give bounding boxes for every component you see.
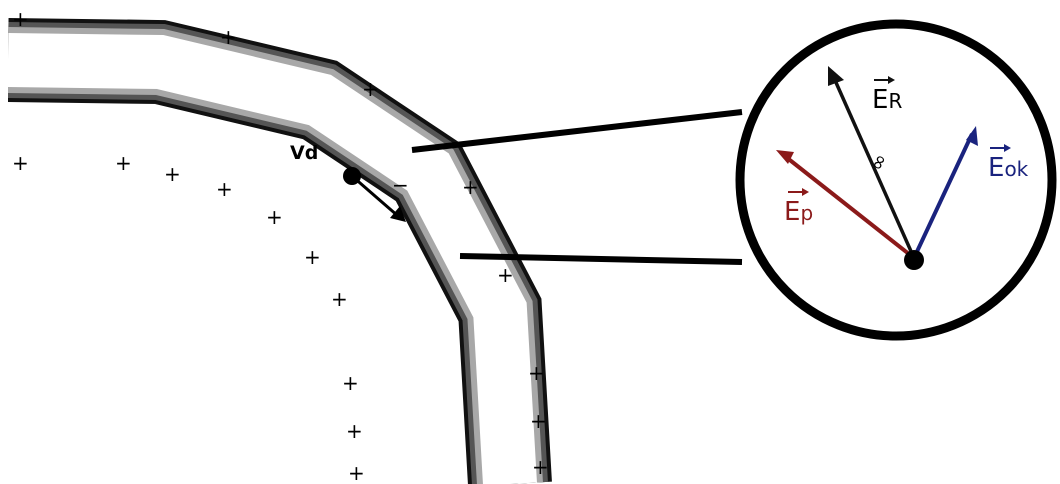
plus-sign: +: [12, 151, 29, 175]
zoom-connectors: [411, 109, 743, 265]
plus-sign: +: [362, 77, 379, 101]
field-resultant-label: ER: [872, 76, 902, 115]
plus-sign: +: [530, 409, 547, 433]
plus-sign: +: [266, 205, 283, 229]
plus-sign: +: [164, 162, 181, 186]
field-origin-dot: [904, 250, 924, 270]
bent-wire: [7, 18, 552, 484]
wire-inner-core: [7, 33, 537, 484]
positive-charges: + + + + + + + + + + + + + + + + + +: [12, 7, 549, 484]
field-p-arrow: [784, 155, 916, 260]
drift-velocity-arrowhead: [390, 206, 406, 222]
svg-text:Eok: Eok: [988, 153, 1029, 183]
plus-sign: +: [115, 151, 132, 175]
zoom-line-top: [411, 109, 743, 153]
plus-sign: +: [462, 175, 479, 199]
field-p-arrowhead: [776, 150, 794, 164]
svg-text:Ep: Ep: [784, 197, 813, 227]
plus-sign: +: [342, 371, 359, 395]
plus-sign: +: [304, 245, 321, 269]
field-p-label: Ep: [784, 188, 813, 227]
electron-drift: Vd −: [290, 142, 409, 222]
zoom-line-bottom: [459, 253, 743, 265]
vector-labels: ER Ep Eok: [784, 76, 1029, 227]
plus-sign: +: [532, 455, 549, 479]
plus-sign: +: [12, 7, 29, 31]
plus-sign: +: [331, 287, 348, 311]
svg-text:ER: ER: [872, 85, 902, 115]
wire-left-clip: [0, 0, 8, 140]
plus-sign: +: [346, 419, 363, 443]
plus-sign: +: [497, 263, 514, 287]
plus-sign: +: [348, 461, 365, 484]
electron-sign: −: [392, 173, 409, 197]
field-resultant-arrow: [832, 77, 916, 259]
field-resultant-arrowhead: [828, 66, 844, 86]
plus-sign: +: [220, 25, 237, 49]
field-ok-arrowhead: [966, 126, 978, 146]
drift-velocity-arrow: [351, 174, 399, 218]
field-ok-arrow: [912, 133, 974, 259]
field-ok-label: Eok: [988, 144, 1029, 183]
plus-sign: +: [216, 177, 233, 201]
zoom-circle: [735, 19, 1057, 341]
plus-sign: +: [528, 361, 545, 385]
drift-velocity-label: Vd: [290, 142, 318, 164]
